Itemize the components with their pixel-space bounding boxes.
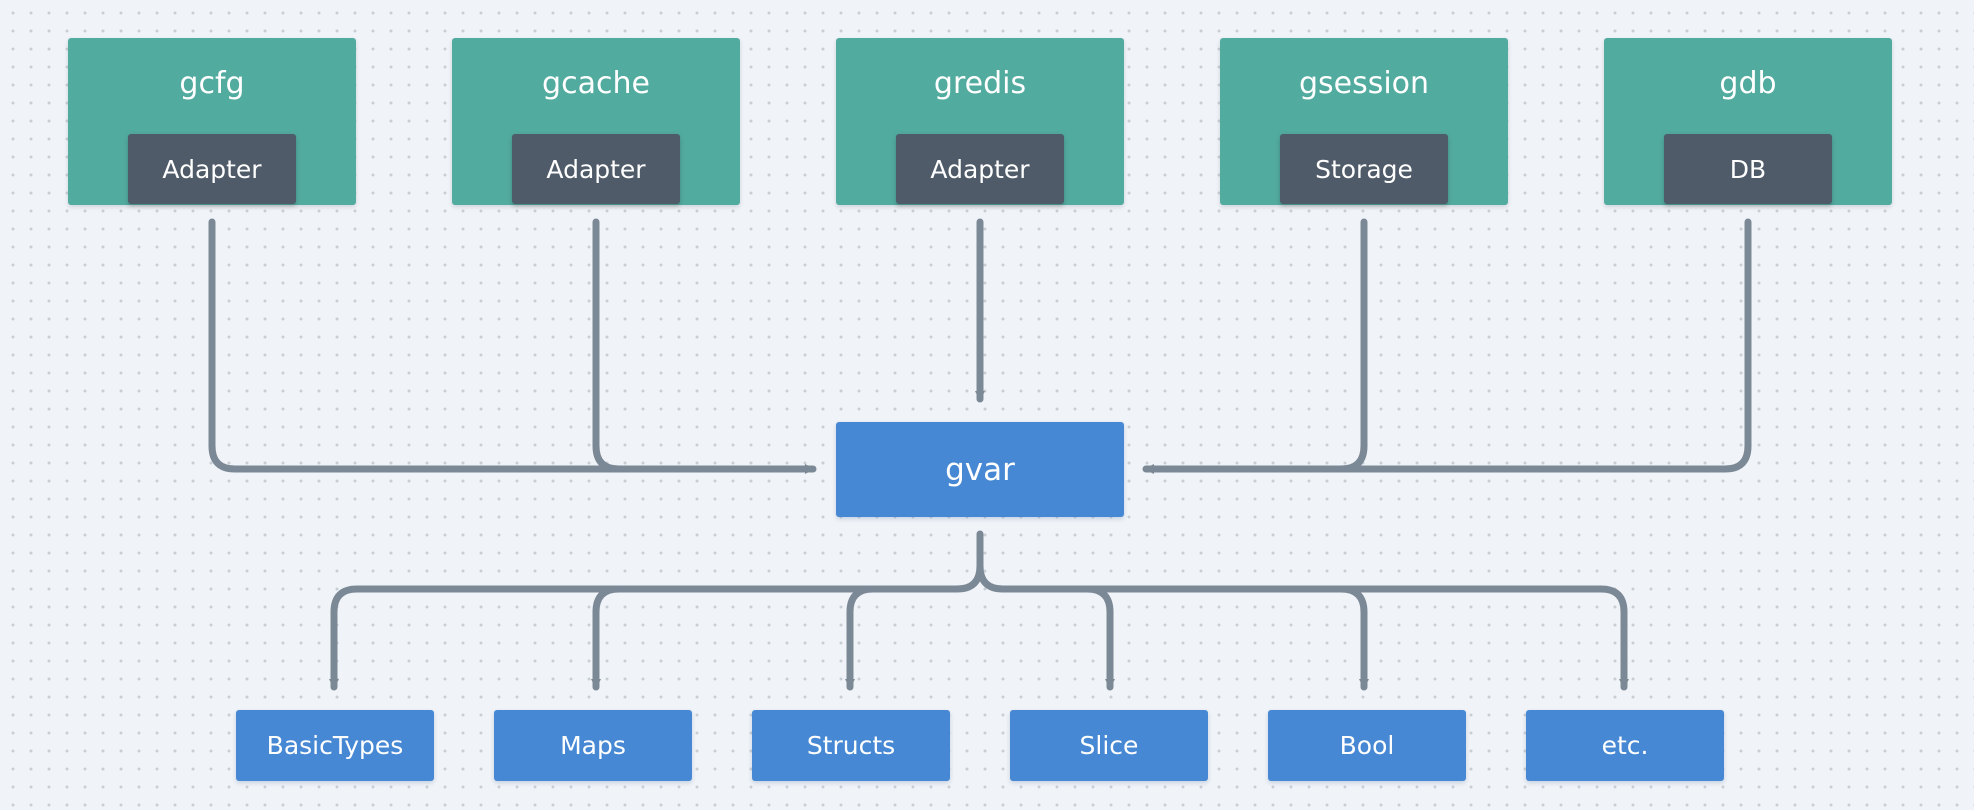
edge-gvar-to-structs bbox=[845, 585, 877, 691]
edge-gvar-to-basictypes bbox=[329, 585, 961, 691]
edge-gcache-to-gvar bbox=[592, 218, 623, 473]
module-title: gredis bbox=[933, 66, 1027, 101]
edge-gvar-to-slice bbox=[999, 585, 1115, 691]
adapter-tag[interactable]: Adapter bbox=[128, 134, 296, 204]
module-title: gsession bbox=[1298, 66, 1430, 101]
edge-gsession-to-gvar bbox=[1337, 218, 1368, 473]
module-gcfg[interactable]: gcfg Adapter bbox=[68, 38, 356, 205]
module-title: gcache bbox=[542, 66, 650, 101]
type-node-basictypes[interactable]: BasicTypes bbox=[236, 710, 434, 781]
module-gdb[interactable]: gdb DB bbox=[1604, 38, 1892, 205]
edge-gdb-to-gvar bbox=[1142, 218, 1752, 474]
db-tag[interactable]: DB bbox=[1664, 134, 1832, 204]
type-node-structs[interactable]: Structs bbox=[752, 710, 950, 781]
module-gcache[interactable]: gcache Adapter bbox=[452, 38, 740, 205]
edge-gcfg-to-gvar bbox=[208, 218, 817, 474]
adapter-tag[interactable]: Adapter bbox=[896, 134, 1064, 204]
storage-tag[interactable]: Storage bbox=[1280, 134, 1448, 204]
module-gsession[interactable]: gsession Storage bbox=[1220, 38, 1508, 205]
edge-gvar-to-bool bbox=[1337, 585, 1369, 691]
module-gredis[interactable]: gredis Adapter bbox=[836, 38, 1124, 205]
gvar-node[interactable]: gvar bbox=[836, 422, 1124, 517]
module-title: gdb bbox=[1719, 66, 1777, 101]
type-node-bool[interactable]: Bool bbox=[1268, 710, 1466, 781]
edge-gvar-to-etc bbox=[999, 585, 1629, 691]
edge-gvar-trunk bbox=[953, 530, 1007, 593]
type-node-etc[interactable]: etc. bbox=[1526, 710, 1724, 781]
adapter-tag[interactable]: Adapter bbox=[512, 134, 680, 204]
module-title: gcfg bbox=[179, 66, 245, 101]
type-node-slice[interactable]: Slice bbox=[1010, 710, 1208, 781]
edge-gvar-to-maps bbox=[591, 585, 623, 691]
type-node-maps[interactable]: Maps bbox=[494, 710, 692, 781]
